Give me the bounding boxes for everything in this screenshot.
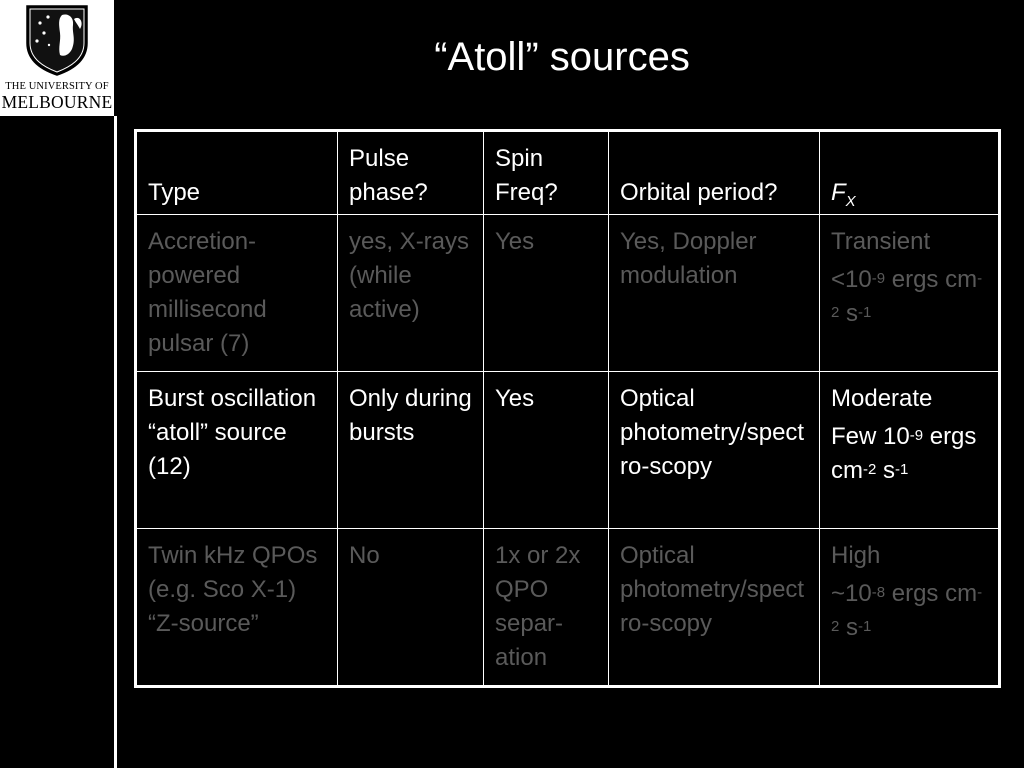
page-title: “Atoll” sources — [434, 35, 690, 79]
cell-type: Twin kHz QPOs (e.g. Sco X-1) “Z-source” — [135, 528, 338, 687]
table-row: Accretion-powered millisecond pulsar (7)… — [135, 214, 1000, 372]
cell-orbital-period: Yes, Doppler modulation — [608, 214, 820, 372]
table-row: Twin kHz QPOs (e.g. Sco X-1) “Z-source” … — [135, 528, 1000, 687]
university-crest-icon — [26, 5, 88, 76]
fx-unit-s: s — [839, 300, 859, 327]
header-fx-symbol: F — [831, 179, 846, 206]
fx-value: <10-9 ergs cm-2 s-1 — [831, 263, 989, 331]
fx-exponent: -1 — [858, 304, 872, 321]
cell-type: Accretion-powered millisecond pulsar (7) — [135, 214, 338, 372]
cell-pulse-phase: No — [337, 528, 484, 687]
fx-exponent: -9 — [909, 427, 924, 444]
cell-spin-freq: Yes — [483, 371, 609, 529]
logo-text-melbourne: MELBOURNE — [1, 92, 113, 112]
fx-unit-s: s — [839, 614, 859, 641]
table-row: Burst oscillation “atoll” source (12) On… — [135, 371, 1000, 529]
fx-exponent: -2 — [831, 584, 983, 635]
fx-exponent: -8 — [871, 584, 886, 601]
fx-prefix: <10 — [831, 266, 872, 293]
fx-label: Moderate — [831, 385, 933, 412]
cell-fx: Transient <10-9 ergs cm-2 s-1 — [819, 214, 1000, 372]
fx-unit-s: s — [876, 457, 896, 484]
fx-exponent: -2 — [863, 461, 877, 478]
cell-type: Burst oscillation “atoll” source (12) — [135, 371, 338, 529]
cell-fx: Moderate Few 10-9 ergs cm-2 s-1 — [819, 371, 1000, 529]
header-fx-subscript: X — [845, 193, 856, 210]
header-fx: FX — [819, 130, 1000, 215]
fx-label: Transient — [831, 228, 931, 255]
fx-exponent: -1 — [858, 618, 872, 635]
fx-prefix: ~10 — [831, 580, 872, 607]
fx-unit-cm: ergs cm — [831, 423, 977, 484]
header-spin-freq: Spin Freq? — [483, 130, 609, 215]
fx-exponent: -9 — [871, 270, 886, 287]
cell-orbital-period: Optical photometry/spectro-scopy — [608, 528, 820, 687]
sources-table: Type Pulse phase? Spin Freq? Orbital per… — [134, 129, 1001, 688]
university-logo: THE UNIVERSITY OF MELBOURNE — [0, 0, 114, 116]
cell-pulse-phase: Only during bursts — [337, 371, 484, 529]
left-divider — [114, 116, 117, 768]
fx-value: ~10-8 ergs cm-2 s-1 — [831, 577, 989, 645]
fx-exponent: -1 — [895, 461, 909, 478]
cell-spin-freq: Yes — [483, 214, 609, 372]
fx-prefix: Few 10 — [831, 423, 910, 450]
header-type: Type — [135, 130, 338, 215]
fx-label: High — [831, 542, 881, 569]
fx-unit-cm: ergs cm — [885, 266, 978, 293]
logo-text-university-of: THE UNIVERSITY OF — [5, 81, 109, 92]
cell-spin-freq: 1x or 2x QPO separ-ation — [483, 528, 609, 687]
cell-fx: High ~10-8 ergs cm-2 s-1 — [819, 528, 1000, 687]
header-orbital-period: Orbital period? — [608, 130, 820, 215]
fx-unit-cm: ergs cm — [885, 580, 978, 607]
cell-pulse-phase: yes, X-rays (while active) — [337, 214, 484, 372]
fx-exponent: -2 — [831, 270, 983, 321]
header-pulse-phase: Pulse phase? — [337, 130, 484, 215]
fx-value: Few 10-9 ergs cm-2 s-1 — [831, 420, 989, 488]
cell-orbital-period: Optical photometry/spectro-scopy — [608, 371, 820, 529]
table-header-row: Type Pulse phase? Spin Freq? Orbital per… — [135, 130, 1000, 215]
